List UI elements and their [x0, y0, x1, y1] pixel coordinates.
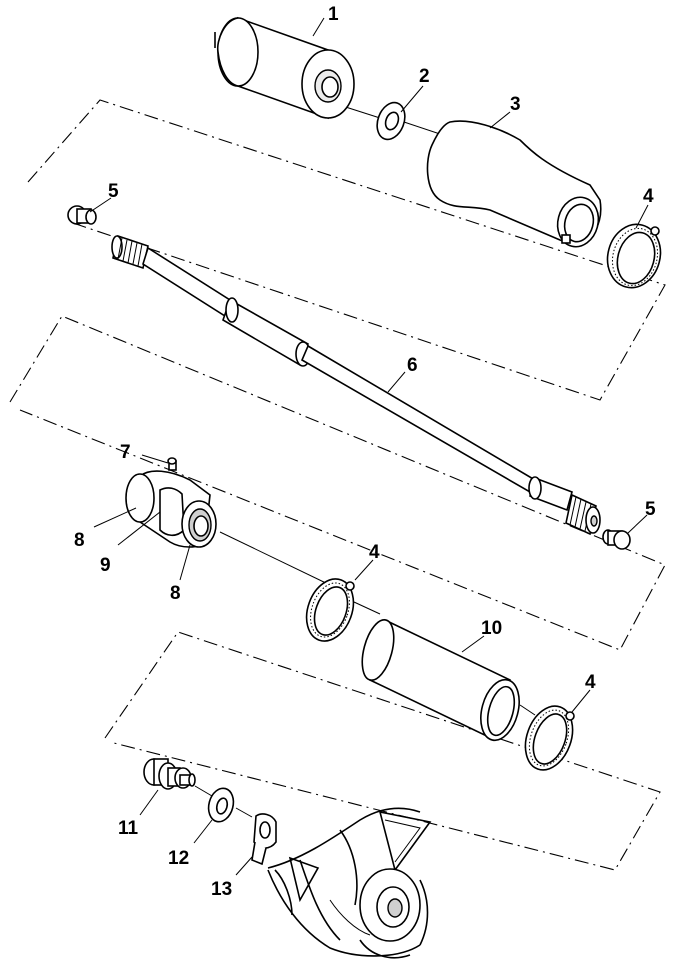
callout-labels: 1 2 3 4 5 6 5 7 8 9 8 4 10 4 11 12 13 — [74, 4, 656, 900]
part-4-clamp-lower — [524, 705, 575, 771]
part-3-tapered-boot — [426, 120, 602, 248]
callout-6: 6 — [407, 355, 418, 376]
callout-4-middle: 4 — [369, 542, 380, 563]
part-11-hex-stud — [143, 758, 196, 790]
callout-13: 13 — [211, 879, 232, 900]
part-2-washer — [376, 101, 406, 141]
part-5-plug-top — [67, 205, 97, 225]
part-1-cylinder — [214, 16, 355, 120]
leader-lines — [89, 17, 649, 876]
callout-11: 11 — [118, 818, 139, 839]
callout-5-right: 5 — [645, 499, 656, 520]
callout-1: 1 — [328, 4, 339, 25]
part-4-clamp-top — [606, 223, 662, 289]
callout-8-bottom: 8 — [170, 583, 181, 604]
callout-3: 3 — [510, 94, 521, 115]
callout-7: 7 — [120, 442, 131, 463]
part-5-plug-right — [602, 529, 631, 550]
callout-4-lower: 4 — [585, 672, 596, 693]
callout-2: 2 — [419, 66, 430, 87]
callout-12: 12 — [168, 848, 189, 869]
callout-9: 9 — [100, 555, 111, 576]
part-8-9-bearing-housing — [125, 470, 217, 548]
impeller-assembly — [267, 807, 432, 959]
part-10-tube — [361, 618, 520, 742]
part-7-grease-fitting — [167, 457, 177, 471]
callout-5-top: 5 — [108, 181, 119, 202]
part-6-drive-shaft — [111, 234, 601, 536]
part-4-clamp-middle — [305, 578, 355, 642]
part-13-lock-tab — [251, 813, 277, 866]
callout-4-top: 4 — [643, 186, 654, 207]
part-12-washer — [207, 787, 235, 823]
callout-10: 10 — [481, 618, 502, 639]
callout-8-left: 8 — [74, 530, 85, 551]
assembly-outlines — [9, 99, 666, 871]
